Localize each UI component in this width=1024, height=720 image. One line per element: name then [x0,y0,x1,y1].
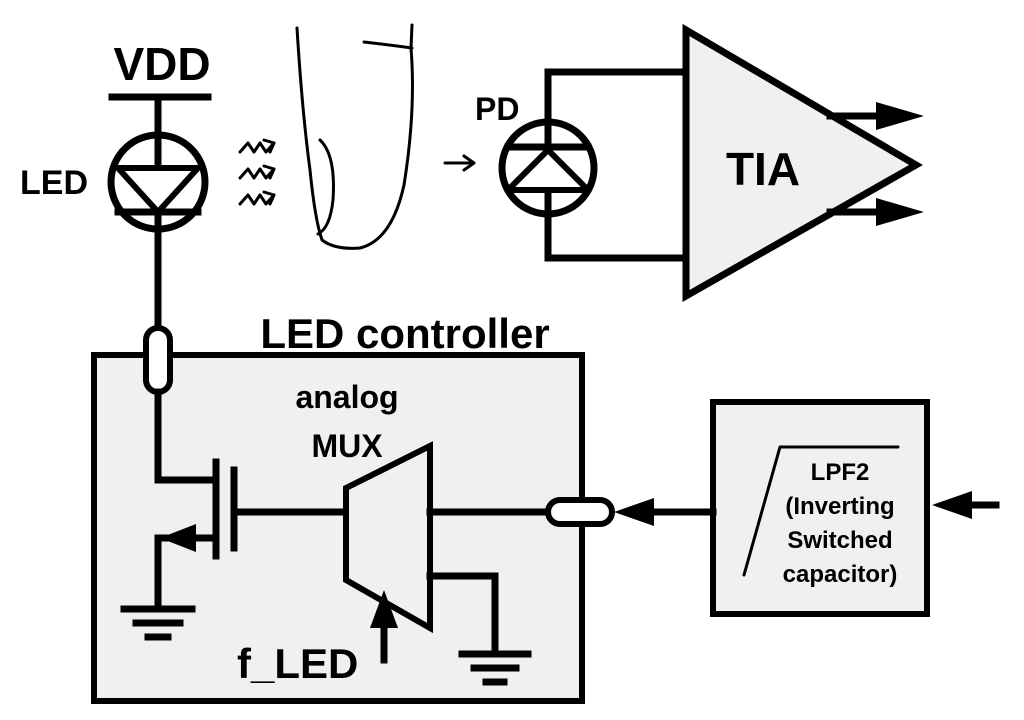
lpf2-block [710,399,930,617]
analog-mux-label-2: MUX [311,428,383,464]
controller-pin-top [143,325,173,395]
f-led-arrow [370,590,398,664]
ground-symbol-mux [458,650,532,686]
tia-amplifier [682,23,923,303]
analog-mux-label-1: analog [295,379,398,415]
led-controller-block [91,352,585,704]
drain-wire [154,388,220,484]
pd-bottom-wire [544,210,690,262]
finger-icon [295,23,414,250]
f-led-label: f_LED [237,640,358,687]
pd-label: PD [475,91,519,127]
lpf2-label-1: LPF2 [811,459,870,486]
pd-top-wire [544,68,690,126]
controller-pin-right [545,497,615,527]
analog-mux [343,441,433,634]
led-label: LED [20,164,88,202]
lpf2-label-4: capacitor) [783,561,898,588]
lpf2-label-3: Switched [787,527,892,554]
led-controller-label: LED controller [260,310,549,357]
lpf2-output-arrow [614,498,717,526]
lpf2-input-arrow [932,491,1000,519]
nmos-transistor [154,458,350,609]
tia-label: TIA [726,143,800,195]
mux-ground-wire [426,572,499,654]
tia-output-negative [826,198,924,226]
led-symbol [107,131,209,233]
ground-symbol-transistor [120,605,196,641]
light-arrow-icon [443,154,476,172]
lowpass-response-icon [742,445,900,577]
light-rays-icon [238,138,276,206]
tia-output-positive [826,102,924,130]
lpf2-label-2: (Inverting [785,493,894,520]
photodiode-symbol [498,118,598,218]
vdd-label: VDD [113,38,210,90]
